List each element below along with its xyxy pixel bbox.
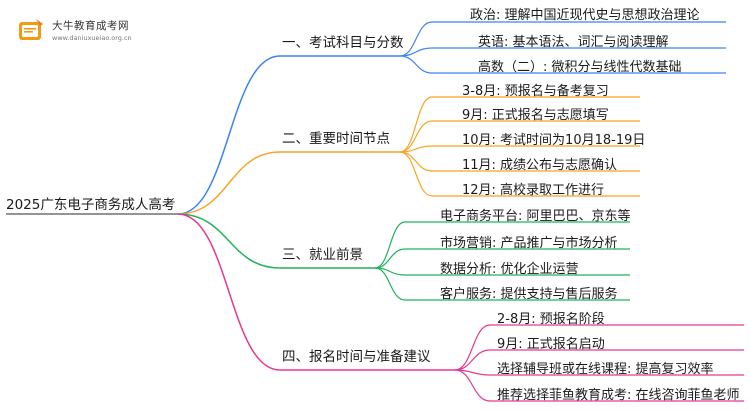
root-node: 2025广东电子商务成人高考 xyxy=(6,197,176,213)
leaf-oct: 10月: 考试时间为10月18-19日 xyxy=(462,133,646,148)
leaf-english: 英语: 基本语法、词汇与阅读理解 xyxy=(478,35,669,50)
leaf-connector xyxy=(399,151,433,197)
leaf-connector xyxy=(374,221,406,269)
leaf-sep: 9月: 正式报名与志愿填写 xyxy=(462,108,609,123)
leaf-september: 9月: 正式报名启动 xyxy=(497,337,605,352)
branch-connector xyxy=(177,213,281,269)
leaf-connector xyxy=(454,349,491,371)
leaf-feb-aug: 2-8月: 预报名阶段 xyxy=(497,312,605,327)
leaf-math: 高数（二）: 微积分与线性代数基础 xyxy=(478,60,682,75)
leaf-customer-service: 客户服务: 提供支持与售后服务 xyxy=(440,287,618,302)
leaf-connector xyxy=(399,55,433,74)
leaf-connector xyxy=(399,151,433,172)
site-logo: 大牛教育成考网 www.daniuxueiao.org.cn xyxy=(10,12,160,52)
leaf-connector xyxy=(454,369,491,402)
leaf-tutoring: 选择辅导班或在线课程: 提高复习效率 xyxy=(497,362,714,377)
logo-url: www.daniuxueiao.org.cn xyxy=(52,34,132,42)
branch-connector xyxy=(177,151,281,215)
branch-key-dates: 二、重要时间节点 xyxy=(282,131,390,147)
leaf-mar-aug: 3-8月: 预报名与备考复习 xyxy=(462,84,609,99)
branch-connector xyxy=(177,213,281,371)
branch-registration: 四、报名时间与准备建议 xyxy=(282,349,431,365)
leaf-marketing: 市场营销: 产品推广与市场分析 xyxy=(440,236,618,251)
logo-title: 大牛教育成考网 xyxy=(52,20,129,32)
book-logo-icon xyxy=(19,19,43,40)
leaf-connector xyxy=(374,267,406,301)
branch-career: 三、就业前景 xyxy=(282,247,363,263)
leaf-connector xyxy=(399,120,433,153)
leaf-recommend: 推荐选择菲鱼教育成考: 在线咨询菲鱼老师 xyxy=(497,388,740,403)
leaf-nov: 11月: 成绩公布与志愿确认 xyxy=(462,158,618,173)
branch-exam-subjects: 一、考试科目与分数 xyxy=(282,35,404,51)
leaf-connector xyxy=(374,248,406,269)
leaf-politics: 政治: 理解中国近现代史与思想政治理论 xyxy=(470,8,700,23)
leaf-ecommerce-platform: 电子商务平台: 阿里巴巴、京东等 xyxy=(440,209,631,224)
leaf-dec: 12月: 高校录取工作进行 xyxy=(462,183,605,198)
branch-connector xyxy=(177,55,281,215)
leaf-data-analysis: 数据分析: 优化企业运营 xyxy=(440,262,579,277)
leaf-connector xyxy=(399,96,433,153)
leaf-connector xyxy=(399,21,433,57)
leaf-connector xyxy=(454,324,491,371)
